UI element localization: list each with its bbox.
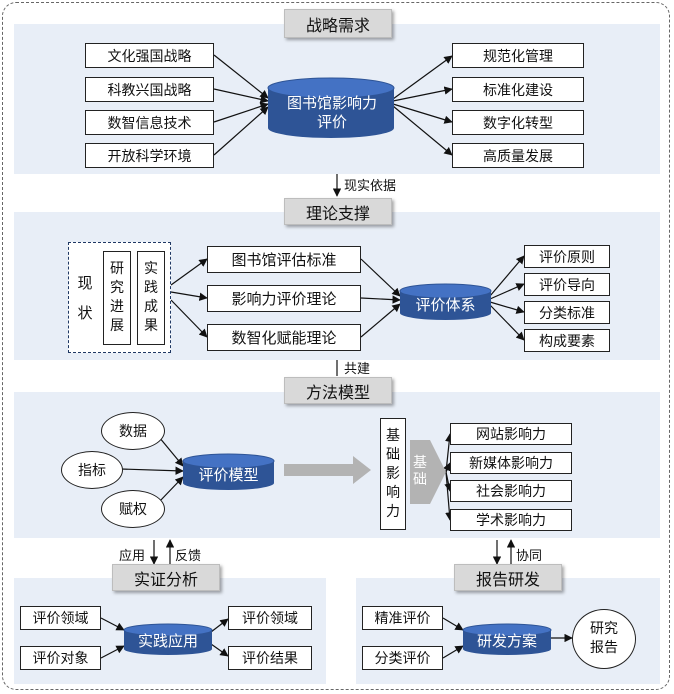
strategy-left-item-4: 开放科学环境 xyxy=(85,143,214,168)
empirical-title: 实证分析 xyxy=(112,564,220,591)
strategy-right-item-3: 数字化转型 xyxy=(452,110,584,135)
report-left-item-1: 精准评价 xyxy=(362,606,443,630)
link-label-cobuild: 共建 xyxy=(344,362,371,377)
link-label-coordinate: 协同 xyxy=(516,549,543,564)
strategy-right-item-4: 高质量发展 xyxy=(452,143,584,168)
status-label: 现状 xyxy=(77,274,93,322)
input-ellipse-data: 数据 xyxy=(101,412,165,450)
report-output-circle: 研究报告 xyxy=(572,609,636,669)
method-right-item-3: 社会影响力 xyxy=(450,480,572,502)
theory-right-item-1: 评价原则 xyxy=(524,245,610,268)
method-right-item-1: 网站影响力 xyxy=(450,423,572,445)
chevron-shape xyxy=(410,440,446,504)
strategy-right-item-1: 规范化管理 xyxy=(452,43,584,68)
theory-middle-item-2: 影响力评价理论 xyxy=(207,285,361,312)
empirical-center-cylinder: 实践应用 xyxy=(137,631,198,650)
method-center-cylinder: 评价模型 xyxy=(198,465,259,484)
empirical-right-item-2: 评价结果 xyxy=(228,646,312,670)
method-right-item-2: 新媒体影响力 xyxy=(450,452,572,474)
strategy-left-item-1: 文化强国战略 xyxy=(85,43,214,68)
theory-right-item-3: 分类标准 xyxy=(524,301,610,324)
strategy-left-item-2: 科教兴国战略 xyxy=(85,77,214,102)
method-right-item-4: 学术影响力 xyxy=(450,509,572,531)
empirical-right-item-1: 评价领域 xyxy=(228,606,312,630)
status-item-practice: 实践成果 xyxy=(137,251,165,345)
link-label-feedback: 反馈 xyxy=(175,549,202,564)
strategy-right-item-2: 标准化建设 xyxy=(452,77,584,102)
base-influence-box: 基础影响力 xyxy=(380,418,406,530)
theory-middle-item-1: 图书馆评估标准 xyxy=(207,246,361,273)
link-label-basis: 现实依据 xyxy=(344,179,397,194)
empirical-left-item-1: 评价领域 xyxy=(20,606,101,630)
input-ellipse-weight: 赋权 xyxy=(101,490,165,528)
report-title: 报告研发 xyxy=(454,564,562,591)
method-title: 方法模型 xyxy=(284,377,392,404)
strategy-title: 战略需求 xyxy=(284,9,392,38)
report-center-cylinder: 研发方案 xyxy=(476,631,537,650)
status-item-research: 研究进展 xyxy=(103,251,131,345)
input-ellipse-indicator: 指标 xyxy=(61,451,123,489)
theory-center-cylinder: 评价体系 xyxy=(415,295,476,314)
report-output-label: 研究报告 xyxy=(590,621,618,656)
chevron-label: 基础 xyxy=(413,455,427,488)
report-left-item-2: 分类评价 xyxy=(362,646,443,670)
gray-block-arrow xyxy=(284,456,371,484)
strategy-left-item-3: 数智信息技术 xyxy=(85,110,214,135)
link-label-apply: 应用 xyxy=(119,549,146,564)
theory-middle-item-3: 数智化赋能理论 xyxy=(207,324,361,351)
strategy-center-cylinder: 图书馆影响力评价 xyxy=(286,94,377,131)
theory-title: 理论支撑 xyxy=(284,198,392,225)
theory-right-item-2: 评价导向 xyxy=(524,273,610,296)
cylinder-shapes xyxy=(123,77,552,655)
theory-right-item-4: 构成要素 xyxy=(524,329,610,352)
empirical-left-item-2: 评价对象 xyxy=(20,646,101,670)
